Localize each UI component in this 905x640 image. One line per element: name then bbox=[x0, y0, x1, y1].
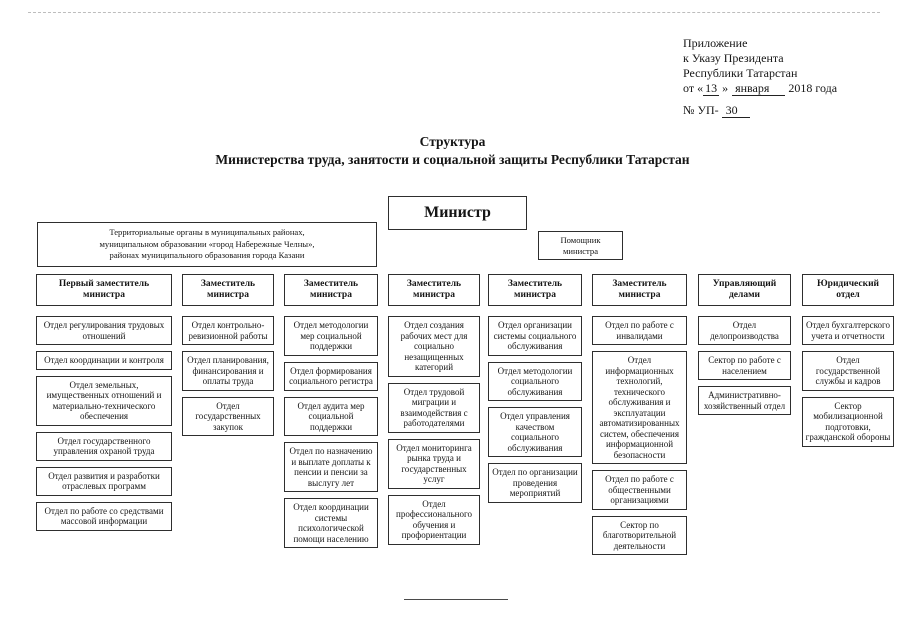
dept-box: Отдел регулирования трудовых отношений bbox=[36, 316, 172, 346]
org-column: Юридический отдел Отдел бухгалтерского у… bbox=[802, 274, 894, 453]
dept-box: Отдел по организации проведения мероприя… bbox=[488, 463, 582, 503]
column-header-box: Управляющий делами bbox=[698, 274, 791, 306]
minister-box: Министр bbox=[388, 196, 527, 230]
decree-number-prefix: № УП- bbox=[683, 103, 719, 118]
column-header-box: Заместитель министра bbox=[388, 274, 480, 306]
dept-box: Отдел мониторинга рынка труда и государс… bbox=[388, 438, 480, 489]
annotation-line-2: к Указу Президента bbox=[683, 51, 784, 66]
date-close-quote: » bbox=[722, 81, 729, 96]
dept-box: Отдел аудита мер социальной поддержки bbox=[284, 396, 378, 437]
annotation-line-1: Приложение bbox=[683, 36, 748, 50]
decree-number-value: 30 bbox=[721, 103, 750, 119]
bottom-rule bbox=[404, 599, 508, 600]
date-month-value: января bbox=[732, 81, 786, 97]
dept-box: Отдел трудовой миграции и взаимодействия… bbox=[388, 382, 480, 433]
decree-number-line: № УП-30 bbox=[683, 103, 901, 119]
dept-box: Административно-хозяйственный отдел bbox=[698, 386, 791, 416]
dept-box: Отдел по работе с инвалидами bbox=[592, 316, 687, 346]
territorial-bodies-box: Территориальные органы в муниципальных р… bbox=[37, 222, 377, 267]
dept-box: Сектор мобилизационной подготовки, гражд… bbox=[802, 396, 894, 447]
column-items: Отдел создания рабочих мест для социальн… bbox=[388, 316, 480, 545]
org-column: Заместитель министра Отдел организации с… bbox=[488, 274, 582, 509]
decree-annotation: Приложение к Указу Президента Республики… bbox=[683, 36, 901, 119]
title-line-2: Министерства труда, занятости и социальн… bbox=[215, 152, 690, 168]
column-header-box: Первый заместитель министра bbox=[36, 274, 172, 306]
column-header-box: Заместитель министра bbox=[182, 274, 274, 306]
dept-box: Отдел по работе со средствами массовой и… bbox=[36, 501, 172, 531]
org-column: Первый заместитель министра Отдел регули… bbox=[36, 274, 172, 537]
dept-box: Сектор по благотворительной деятельности bbox=[592, 515, 687, 556]
scan-artifact-line bbox=[28, 12, 880, 13]
dept-box: Отдел формирования социального регистра bbox=[284, 361, 378, 391]
column-items: Отдел методологии мер социальной поддерж… bbox=[284, 316, 378, 549]
dept-box: Отдел по назначению и выплате доплаты к … bbox=[284, 442, 378, 493]
org-column: Заместитель министра Отдел контрольно-ре… bbox=[182, 274, 274, 442]
dept-box: Отдел профессионального обучения и профо… bbox=[388, 494, 480, 545]
dept-box: Сектор по работе с населением bbox=[698, 351, 791, 381]
dept-box: Отдел координации системы психологическо… bbox=[284, 498, 378, 549]
dept-box: Отдел развития и разработки отраслевых п… bbox=[36, 466, 172, 496]
column-header-box: Заместитель министра bbox=[592, 274, 687, 306]
minister-assistant-box: Помощник министра bbox=[538, 231, 623, 260]
dept-box: Отдел создания рабочих мест для социальн… bbox=[388, 316, 480, 377]
dept-box: Отдел делопроизводства bbox=[698, 316, 791, 346]
org-column: Заместитель министра Отдел по работе с и… bbox=[592, 274, 687, 561]
dept-box: Отдел бухгалтерского учета и отчетности bbox=[802, 316, 894, 346]
org-column: Заместитель министра Отдел создания рабо… bbox=[388, 274, 480, 551]
column-header-box: Заместитель министра bbox=[284, 274, 378, 306]
page-title: Структура Министерства труда, занятости … bbox=[0, 133, 905, 169]
dept-box: Отдел по работе с общественными организа… bbox=[592, 470, 687, 510]
dept-box: Отдел координации и контроля bbox=[36, 351, 172, 370]
date-day-value: 13 bbox=[703, 81, 720, 97]
dept-box: Отдел государственных закупок bbox=[182, 396, 274, 437]
dept-box: Отдел информационных технологий, техниче… bbox=[592, 351, 687, 465]
dept-box: Отдел планирования, финансирования и опл… bbox=[182, 351, 274, 391]
column-header-box: Юридический отдел bbox=[802, 274, 894, 306]
date-prefix: от « bbox=[683, 81, 704, 96]
annotation-line-3: Республики Татарстан bbox=[683, 66, 798, 81]
dept-box: Отдел организации системы социального об… bbox=[488, 316, 582, 356]
dept-box: Отдел государственной службы и кадров bbox=[802, 351, 894, 391]
dept-box: Отдел управления качеством социального о… bbox=[488, 407, 582, 458]
dept-box: Отдел методологии мер социальной поддерж… bbox=[284, 316, 378, 356]
decree-date-line: от «13 »января 2018 года bbox=[683, 81, 901, 97]
date-suffix: 2018 года bbox=[788, 81, 838, 96]
org-column: Управляющий делами Отдел делопроизводств… bbox=[698, 274, 791, 421]
column-header-box: Заместитель министра bbox=[488, 274, 582, 306]
title-line-1: Структура bbox=[419, 134, 486, 149]
org-column: Заместитель министра Отдел методологии м… bbox=[284, 274, 378, 554]
dept-box: Отдел государственного управления охрано… bbox=[36, 431, 172, 461]
dept-box: Отдел методологии социального обслуживан… bbox=[488, 361, 582, 402]
dept-box: Отдел земельных, имущественных отношений… bbox=[36, 375, 172, 426]
dept-box: Отдел контрольно-ревизионной работы bbox=[182, 316, 274, 346]
column-items: Отдел организации системы социального об… bbox=[488, 316, 582, 503]
